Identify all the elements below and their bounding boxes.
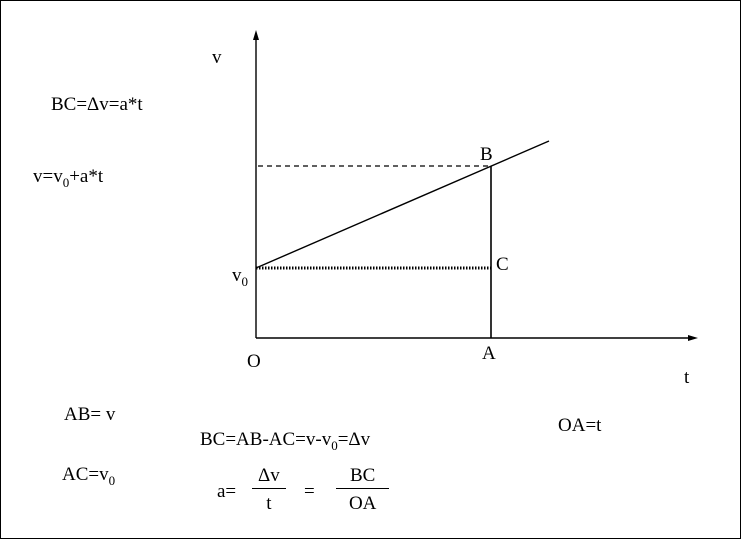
point-c-label: C <box>496 254 509 275</box>
point-a-label: A <box>482 343 496 364</box>
bc-expand-equation: BC=AB-AC=v-v0=Δv <box>200 429 371 453</box>
velocity-line <box>255 140 550 269</box>
fraction-numerator-delta-v: Δv <box>252 466 286 489</box>
ac-equation: AC=v0 <box>62 464 116 488</box>
v0-label: v0 <box>232 265 248 289</box>
point-b-label: B <box>480 144 493 165</box>
t-axis-arrowhead <box>688 335 698 341</box>
fraction-equals-sign: = <box>304 481 315 502</box>
ab-equation: AB= v <box>64 404 116 425</box>
fraction-denominator-t: t <box>266 493 272 514</box>
fraction-numerator-bc: BC <box>336 466 390 489</box>
velocity-formula: v=v0+a*t <box>33 166 104 190</box>
fraction-denominator-oa: OA <box>348 493 377 514</box>
v-axis-label: v <box>212 47 222 68</box>
delta-v-over-t-fraction: Δv t <box>252 466 286 513</box>
a-equals-prefix: a= <box>217 481 237 502</box>
t-axis-label: t <box>684 367 690 388</box>
bc-delta-v-equation: BC=Δv=a*t <box>51 94 143 115</box>
v-axis-arrowhead <box>253 30 259 40</box>
origin-label: O <box>247 351 261 372</box>
oa-equation: OA=t <box>558 415 602 436</box>
bc-over-oa-fraction: BC OA <box>336 466 390 514</box>
